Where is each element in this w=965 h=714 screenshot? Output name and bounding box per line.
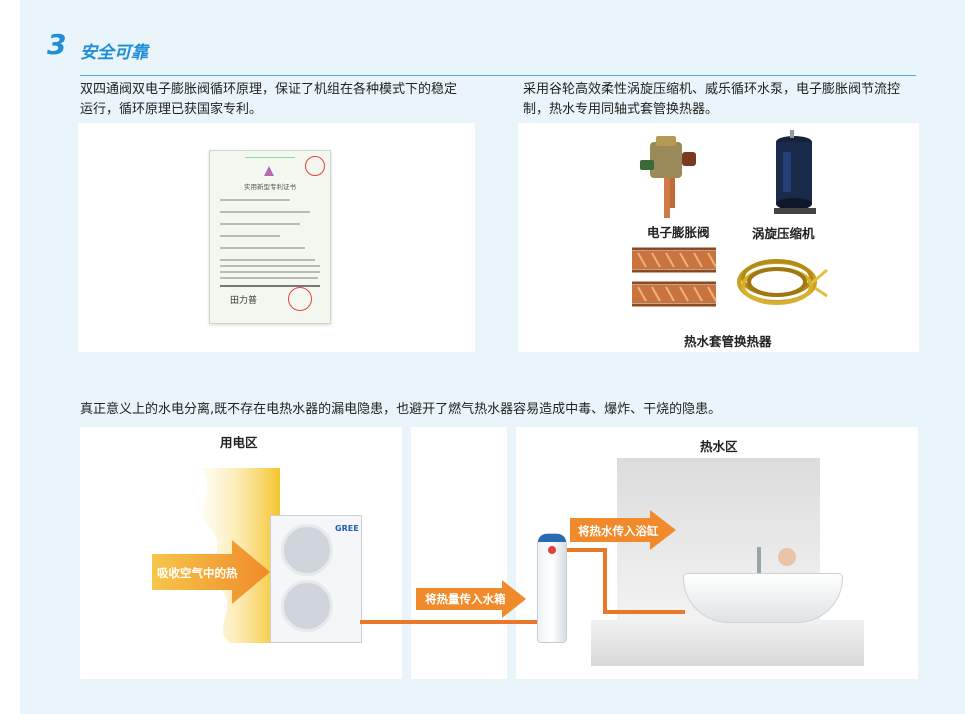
bathroom-floor (591, 620, 864, 666)
brand-logo: GREE (335, 524, 359, 533)
pipe-to-tub (603, 610, 685, 614)
absorb-heat-label: 吸收空气中的热 (157, 566, 238, 580)
bottom-description: 真正意义上的水电分离,既不存在电热水器的漏电隐患，也避开了燃气热水器容易造成中毒… (80, 402, 722, 417)
lower-fan-icon (281, 580, 333, 632)
scroll-compressor-image (770, 130, 820, 226)
faucet (757, 547, 761, 577)
right-description: 采用谷轮高效柔性涡旋压缩机、威乐循环水泵，电子膨胀阀节流控 制，热水专用同轴式套… (523, 82, 901, 117)
left-description: 双四通阀双电子膨胀阀循环原理，保证了机组在各种模式下的稳定 运行，循环原理已获国… (80, 82, 458, 117)
coil-exchanger-image (735, 248, 830, 320)
heat-pump-unit: GREE (270, 515, 362, 643)
tube-cutaway-image (632, 245, 722, 313)
hot-water-zone-label: 热水区 (700, 439, 738, 454)
exchanger-label: 热水套管换热器 (684, 334, 772, 349)
to-tank-label: 将热量传入水箱 (425, 592, 506, 606)
to-tank-arrow (416, 580, 528, 622)
absorb-heat-arrow (152, 540, 272, 608)
pipe-to-tank (360, 620, 540, 624)
top-seal-icon (305, 156, 325, 176)
expansion-valve-image (638, 132, 708, 226)
middle-zone-panel (411, 427, 507, 679)
pipe-vertical (603, 548, 607, 614)
section-number: 3 (47, 28, 67, 61)
to-tub-label: 将热水传入浴缸 (578, 524, 659, 538)
pipe-tank-out (563, 548, 607, 552)
tank-indicator-icon (548, 546, 556, 554)
compressor-label: 涡旋压缩机 (752, 226, 815, 241)
upper-fan-icon (281, 524, 333, 576)
water-tank (537, 533, 567, 643)
electric-zone-label: 用电区 (220, 435, 258, 450)
section-title: 安全可靠 (80, 43, 148, 63)
certificate-title: 实用新型专利证书 (244, 183, 296, 191)
certificate-ornament (245, 153, 295, 158)
official-seal-icon (288, 287, 312, 311)
patent-certificate-image: 实用新型专利证书 田力普 (209, 150, 331, 324)
valve-label: 电子膨胀阀 (647, 225, 710, 240)
components-panel (518, 123, 919, 352)
patent-logo-icon (262, 163, 276, 177)
signature-image: 田力普 (230, 296, 258, 306)
bathtub (683, 573, 843, 623)
section-divider (80, 75, 916, 76)
bather-image (778, 548, 796, 566)
to-tub-arrow (570, 510, 678, 554)
